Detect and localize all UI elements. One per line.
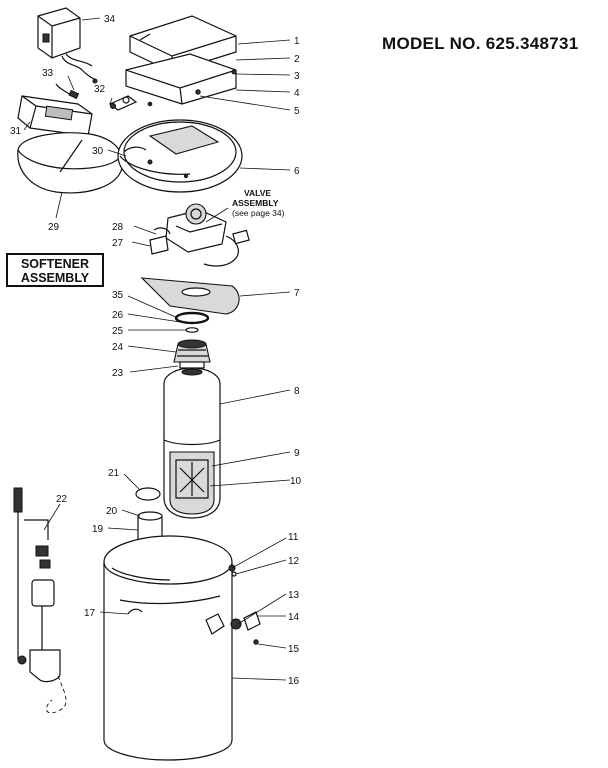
part-wire-sensor: [55, 83, 80, 100]
callout-numbers: 1 2 3 4 5 6 7 8 9 10 11 12 13 14 15 16 1…: [10, 14, 302, 687]
model-number: MODEL NO. 625.348731: [382, 34, 579, 53]
part-cover-shell: [125, 53, 237, 105]
assembly-title-line1: SOFTENER: [20, 257, 90, 271]
callout-15: 15: [288, 644, 300, 655]
part-clip: [127, 608, 143, 615]
part-bracket-plate: [140, 277, 240, 315]
callout-17: 17: [84, 608, 96, 619]
callout-6: 6: [294, 166, 300, 177]
callout-7: 7: [294, 288, 300, 299]
callout-28: 28: [112, 222, 124, 233]
part-salt-lid: [17, 132, 124, 194]
valve-note-line1: VALVE: [244, 188, 271, 198]
part-valve-clip: [149, 227, 171, 255]
assembly-title-box: SOFTENER ASSEMBLY: [6, 253, 104, 287]
part-float-assembly: [13, 487, 67, 714]
part-salt-tank: [103, 535, 233, 761]
callout-11: 11: [288, 532, 299, 543]
callout-20: 20: [106, 506, 118, 517]
callout-27: 27: [112, 238, 124, 249]
part-cap: [135, 487, 161, 501]
callout-34: 34: [104, 14, 116, 25]
part-overflow-fitting: [230, 611, 261, 645]
callout-2: 2: [294, 54, 300, 65]
callout-4: 4: [294, 88, 300, 99]
callout-29: 29: [48, 222, 60, 233]
part-connector: [108, 95, 138, 111]
part-resin-tank: [163, 367, 221, 519]
callout-14: 14: [288, 612, 300, 623]
callout-23: 23: [112, 368, 124, 379]
callout-22: 22: [56, 494, 68, 505]
callout-31: 31: [10, 126, 22, 137]
valve-note-line2: ASSEMBLY: [232, 198, 279, 208]
callout-16: 16: [288, 676, 300, 687]
callout-24: 24: [112, 342, 124, 353]
callout-9: 9: [294, 448, 300, 459]
callout-21: 21: [108, 468, 120, 479]
part-hold-down: [123, 146, 147, 153]
part-distributor: [173, 339, 211, 369]
part-valve-assembly: [165, 203, 250, 267]
callout-10: 10: [290, 476, 302, 487]
part-tank-top: [117, 119, 243, 193]
callout-8: 8: [294, 386, 300, 397]
valve-note-line3: (see page 34): [232, 208, 285, 218]
callout-26: 26: [112, 310, 124, 321]
part-screw: [147, 89, 201, 107]
callout-19: 19: [92, 524, 104, 535]
callout-12: 12: [288, 556, 300, 567]
callout-30: 30: [92, 146, 104, 157]
part-control-panel: [17, 95, 93, 137]
part-o-rings: [174, 311, 210, 333]
callout-25: 25: [112, 326, 124, 337]
leader-lines: [23, 17, 291, 681]
assembly-title-line2: ASSEMBLY: [20, 271, 90, 285]
part-transformer: [37, 7, 98, 84]
callout-13: 13: [288, 590, 300, 601]
callout-35: 35: [112, 290, 124, 301]
callout-32: 32: [94, 84, 106, 95]
callout-1: 1: [294, 36, 300, 47]
callout-33: 33: [42, 68, 54, 79]
callout-3: 3: [294, 71, 300, 82]
callout-5: 5: [294, 106, 300, 117]
